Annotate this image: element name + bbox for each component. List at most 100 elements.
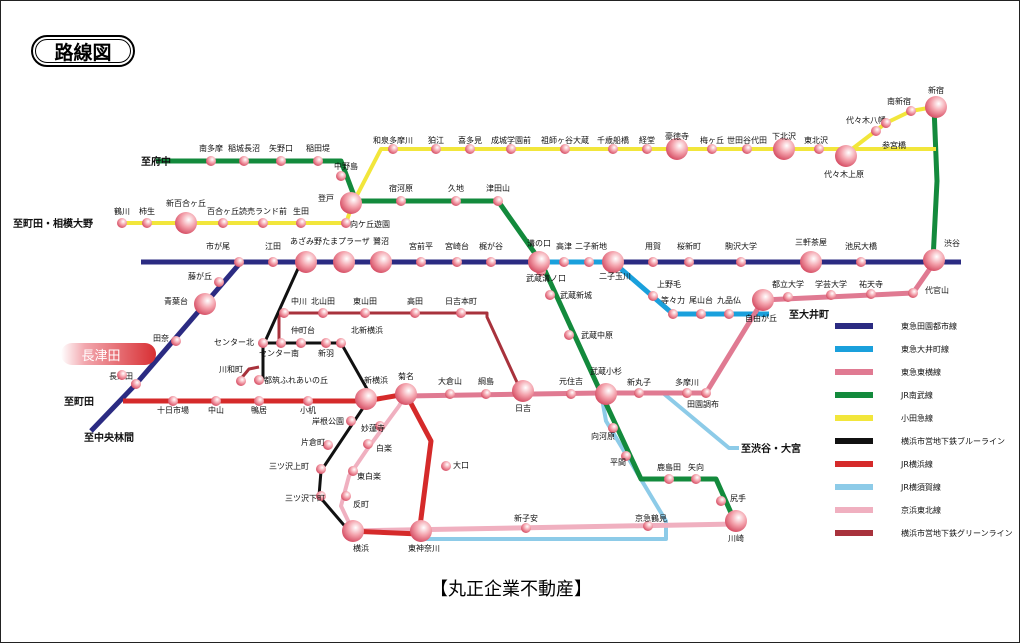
station-dot-oyamadai	[696, 309, 706, 319]
station-label-yoyogiuehara: 代々木上原	[824, 169, 864, 179]
station-dot-hiyoshi	[512, 380, 534, 402]
station-label-inadazutsumi: 稲田堤	[306, 143, 330, 153]
legend-label-yokosuka: JR横須賀線	[900, 482, 941, 492]
line-green_line	[277, 311, 523, 392]
station-label-shibuya: 渋谷	[944, 238, 960, 248]
station-label-mitsuzawashimocho: 三ツ沢下町	[285, 494, 325, 503]
station-label-tokaichiba: 十日市場	[157, 405, 189, 415]
station-label-kakio: 柿生	[139, 206, 155, 216]
station-label-shimokitazawa: 下北沢	[772, 132, 796, 141]
station-dot-gotokuji	[666, 138, 688, 160]
station-dot-minamitama	[206, 156, 216, 166]
station-dot-komae	[431, 144, 441, 154]
station-label-kitayamata: 北山田	[311, 296, 335, 306]
station-label-komazawa: 駒沢大学	[725, 241, 757, 251]
station-label-setagayadaita: 世田谷代田	[727, 135, 767, 145]
station-dot-kuhombutsu	[724, 309, 734, 319]
station-dot-tsudayama	[493, 196, 503, 206]
legend-swatch-denentoshi	[835, 323, 873, 329]
station-label-kajigaya: 梶が谷	[479, 241, 503, 251]
station-label-noborito: 登戸	[318, 193, 334, 203]
station-label-hiyoshi: 日吉	[515, 404, 531, 413]
station-label-minamitama: 南多摩	[199, 143, 223, 153]
legend-label-blue_line: 横浜市営地下鉄ブルーライン	[901, 436, 1005, 446]
station-dot-seijo	[506, 144, 516, 154]
station-label-sangubashi: 参宮橋	[882, 140, 906, 150]
station-label-myorenji: 妙蓮寺	[361, 423, 385, 433]
station-label-gotokuji: 豪徳寺	[665, 131, 689, 141]
station-label-sakurashinmachi: 桜新町	[677, 241, 701, 251]
station-dot-shibuya	[923, 249, 945, 271]
station-label-nakayama: 中山	[208, 405, 224, 415]
station-dot-kozukue	[303, 396, 313, 406]
station-label-tamagawa: 多摩川	[675, 377, 699, 387]
legend-label-nambu: JR南武線	[900, 390, 933, 400]
station-dot-hakuraku	[363, 439, 373, 449]
station-label-hirama: 平間	[610, 458, 626, 467]
direction-oimachi: 至大井町	[789, 308, 829, 321]
station-dot-musashikosugi	[595, 383, 617, 405]
station-label-nakanoshima: 中野島	[334, 161, 358, 171]
station-label-nippa: 新羽	[318, 348, 334, 358]
station-dot-shinyokohama	[355, 388, 377, 410]
station-dot-shinyurigaoka	[175, 212, 197, 234]
legend-swatch-nambu	[835, 392, 873, 398]
station-dot-eda	[268, 257, 278, 267]
station-label-katakuracho: 片倉町	[301, 437, 325, 447]
station-dot-okurayama	[445, 389, 455, 399]
station-label-shinjuku: 新宿	[928, 85, 944, 95]
page-title: 路線図	[31, 35, 135, 67]
legend-label-green_line: 横浜市営地下鉄グリーンライン	[901, 528, 1013, 538]
station-dot-daikanyama	[908, 288, 918, 298]
station-dot-yurigaoka	[218, 218, 228, 228]
station-dot-ichigao	[234, 257, 244, 267]
station-dot-saginuma	[370, 251, 392, 273]
station-label-center_kita: センター北	[214, 338, 254, 347]
line-denentoshi	[89, 382, 138, 433]
station-label-yomiuriland: 読売ランド前	[239, 206, 287, 216]
station-label-jiyugaoka: 自由が丘	[745, 313, 777, 323]
station-dot-kishinekoen	[346, 416, 356, 426]
station-label-shinmaruko: 新丸子	[627, 377, 651, 387]
station-label-kuhombutsu: 九品仏	[717, 296, 741, 305]
station-dot-soshigaya	[560, 144, 570, 154]
station-label-kishinekoen: 岸根公園	[312, 416, 344, 426]
station-dot-yako	[691, 474, 701, 484]
station-label-shinkoyasu: 新子安	[514, 513, 538, 523]
station-dot-tsurukawa	[117, 218, 127, 228]
legend-swatch-yokosuka	[835, 484, 873, 490]
station-dot-mukogaokayuen	[341, 218, 351, 228]
station-label-kashimada: 鹿島田	[657, 462, 681, 472]
station-label-yoyogihachiman: 代々木八幡	[846, 115, 886, 125]
station-label-higashiyamata: 東山田	[353, 296, 377, 306]
station-label-tamaplaza: たまプラーザ	[322, 237, 370, 246]
station-dot-kajigaya	[486, 257, 496, 267]
station-dot-kyodo	[642, 144, 652, 154]
legend-swatch-toyoko	[835, 369, 873, 375]
legend-label-odakyu: 小田急線	[901, 413, 933, 423]
station-dot-sakurashinmachi	[684, 257, 694, 267]
station-label-okurayama: 大倉山	[438, 376, 462, 386]
direction-shibuya-omiya: 至渋谷・大宮	[741, 442, 801, 455]
station-label-futakoshinchi: 二子新地	[575, 241, 607, 251]
station-dot-kaminoge	[648, 291, 658, 301]
station-dot-nippa	[321, 338, 331, 348]
station-label-mizonokuchi: 溝の口	[527, 238, 551, 248]
station-dot-miyazakidai	[452, 257, 462, 267]
station-dot-ikejiri	[856, 257, 866, 267]
legend-label-keihin_tohoku: 京浜東北線	[901, 505, 941, 515]
nagatsuta-highlight-label: 長津田	[81, 349, 120, 364]
station-dot-kikuna	[395, 383, 417, 405]
legend-swatch-oimachi	[835, 346, 873, 352]
station-dot-musashinakahara	[564, 330, 574, 340]
station-dot-todoroki	[668, 309, 678, 319]
station-label-kyodo: 経堂	[639, 135, 655, 145]
station-label-yako: 矢向	[688, 462, 704, 472]
station-dot-shitte	[716, 496, 726, 506]
station-dot-center_minami	[276, 338, 286, 348]
station-label-shinyurigaoka: 新百合ヶ丘	[166, 198, 206, 208]
station-label-futakotamagawa: 二子玉川	[599, 272, 631, 281]
line-keihin_tohoku	[348, 521, 737, 534]
station-label-yanokuchi: 矢野口	[269, 143, 293, 153]
